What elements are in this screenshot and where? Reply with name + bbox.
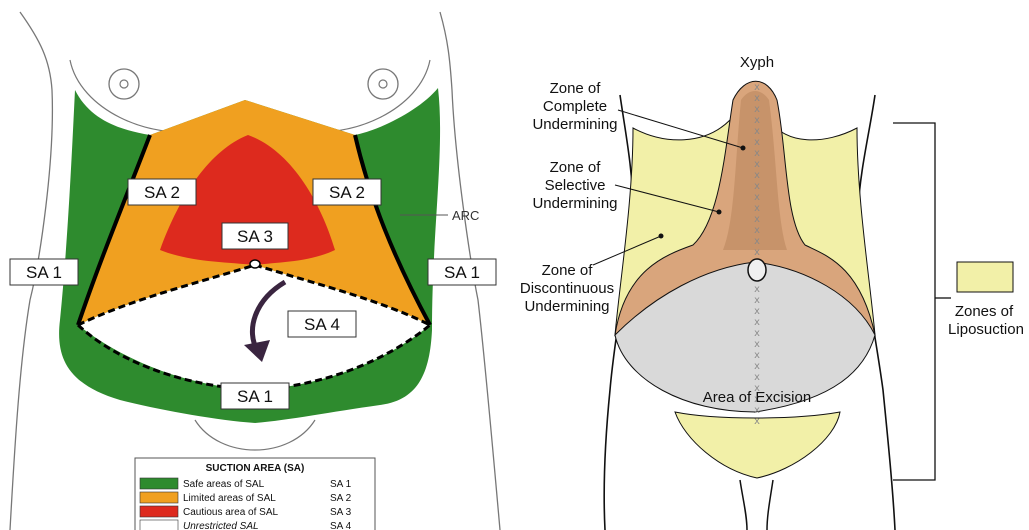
svg-text:SA 1: SA 1: [330, 479, 352, 490]
svg-text:Cautious area of SAL: Cautious area of SAL: [183, 507, 278, 518]
svg-text:SA 4: SA 4: [330, 521, 352, 530]
liposuction-bracket: [893, 123, 935, 480]
svg-text:Zone of: Zone of: [550, 159, 602, 176]
label-sa4: SA 4: [288, 311, 356, 337]
svg-text:Limited areas of SAL: Limited areas of SAL: [183, 493, 276, 504]
nipple-left: [109, 69, 139, 99]
svg-text:Undermining: Undermining: [524, 298, 609, 315]
umbilicus-marker: [748, 259, 766, 281]
discontinuous-undermining-dot: [659, 234, 664, 239]
xyph-label: Xyph: [740, 54, 774, 71]
groin-contour: [195, 420, 315, 450]
svg-text:SA 1: SA 1: [26, 263, 62, 282]
suction-area-svg: ARC SA 2 SA 2 SA 3 SA 1 SA 1 SA 4 SA 1 S…: [0, 0, 515, 530]
complete-undermining-dot: [741, 146, 746, 151]
svg-text:Zone of: Zone of: [550, 80, 602, 97]
svg-text:SA 1: SA 1: [444, 263, 480, 282]
svg-text:Complete: Complete: [543, 98, 607, 115]
leg-line-right: [767, 480, 773, 530]
umbilicus-marker: [250, 260, 260, 268]
label-sa3: SA 3: [222, 223, 288, 249]
svg-text:Discontinuous: Discontinuous: [520, 280, 614, 297]
nipple-right: [368, 69, 398, 99]
liposuction-legend-label: Zones of Liposuction: [948, 303, 1024, 338]
arc-label: ARC: [452, 208, 479, 223]
svg-text:SA 3: SA 3: [330, 507, 352, 518]
svg-text:SA 4: SA 4: [304, 315, 340, 334]
svg-text:SA 2: SA 2: [329, 183, 365, 202]
svg-text:SA 2: SA 2: [144, 183, 180, 202]
label-sa1-left: SA 1: [10, 259, 78, 285]
selective-undermining-label: Zone of Selective Undermining: [532, 159, 617, 212]
complete-undermining-label: Zone of Complete Undermining: [532, 80, 617, 133]
legend-title: SUCTION AREA (SA): [206, 463, 305, 474]
svg-text:Zone of: Zone of: [542, 262, 594, 279]
leg-line-left: [740, 480, 747, 530]
svg-text:Safe areas of SAL: Safe areas of SAL: [183, 479, 265, 490]
svg-text:SA 3: SA 3: [237, 227, 273, 246]
liposuction-legend-swatch: [957, 262, 1013, 292]
svg-text:Liposuction: Liposuction: [948, 321, 1024, 338]
svg-text:Unrestricted SAL: Unrestricted SAL: [183, 521, 259, 530]
label-sa2-left: SA 2: [128, 179, 196, 205]
discontinuous-undermining-label: Zone of Discontinuous Undermining: [520, 262, 614, 315]
svg-text:Undermining: Undermining: [532, 195, 617, 212]
selective-undermining-dot: [717, 210, 722, 215]
svg-text:Selective: Selective: [545, 177, 606, 194]
label-sa1-right: SA 1: [428, 259, 496, 285]
svg-text:SA 1: SA 1: [237, 387, 273, 406]
label-sa1-bottom: SA 1: [221, 383, 289, 409]
suction-area-legend: SUCTION AREA (SA) Safe areas of SAL SA 1…: [135, 458, 375, 530]
label-sa2-right: SA 2: [313, 179, 381, 205]
svg-text:Zones of: Zones of: [955, 303, 1014, 320]
excision-area-label: Area of Excision: [703, 389, 811, 406]
svg-text:SA 2: SA 2: [330, 493, 352, 504]
suction-area-diagram: ARC SA 2 SA 2 SA 3 SA 1 SA 1 SA 4 SA 1 S…: [0, 0, 515, 530]
svg-text:Undermining: Undermining: [532, 116, 617, 133]
